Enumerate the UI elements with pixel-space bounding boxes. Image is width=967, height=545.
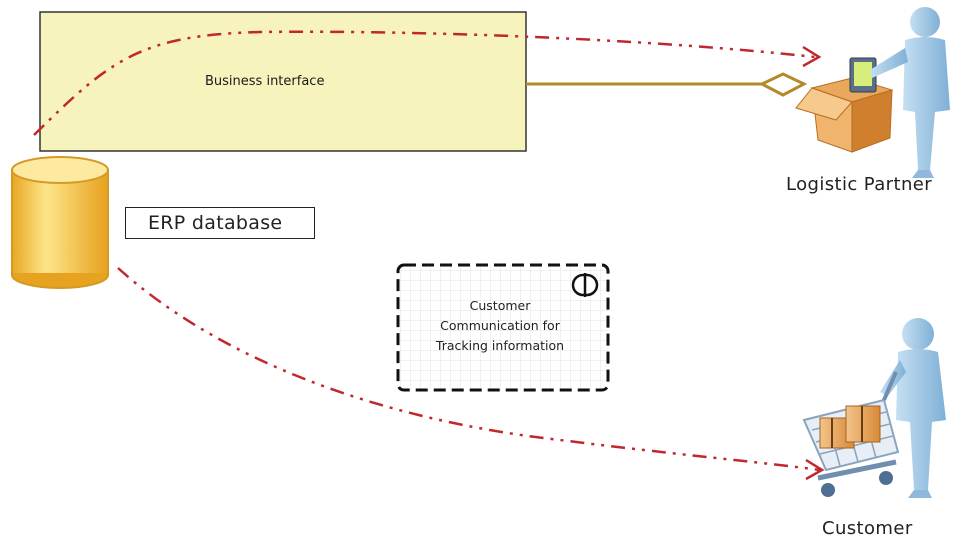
arrowhead-customer bbox=[805, 458, 825, 481]
business-interface-box[interactable] bbox=[39, 11, 527, 152]
arrowhead-logistic bbox=[802, 45, 822, 68]
cc-line-1: Customer bbox=[469, 298, 531, 313]
logistic-partner-icon[interactable] bbox=[795, 7, 950, 178]
customer-cart-icon[interactable] bbox=[802, 318, 946, 498]
cc-line-3: Tracking information bbox=[435, 338, 565, 353]
erp-database-label: ERP database bbox=[148, 212, 283, 234]
erp-database-label-box: ERP database bbox=[125, 207, 315, 239]
customer-communication-label: Customer Communication for Tracking info… bbox=[400, 296, 600, 356]
customer-label: Customer bbox=[822, 518, 913, 539]
cc-line-2: Communication for bbox=[440, 318, 560, 333]
customer-communication-box[interactable] bbox=[396, 263, 610, 392]
database-icon[interactable] bbox=[11, 156, 109, 289]
service-symbol-icon bbox=[571, 273, 599, 297]
aggregation-diamond bbox=[758, 72, 808, 97]
business-interface-label: Business interface bbox=[205, 74, 325, 89]
logistic-partner-label: Logistic Partner bbox=[786, 174, 933, 195]
flow-arrow-to-customer bbox=[117, 267, 821, 472]
